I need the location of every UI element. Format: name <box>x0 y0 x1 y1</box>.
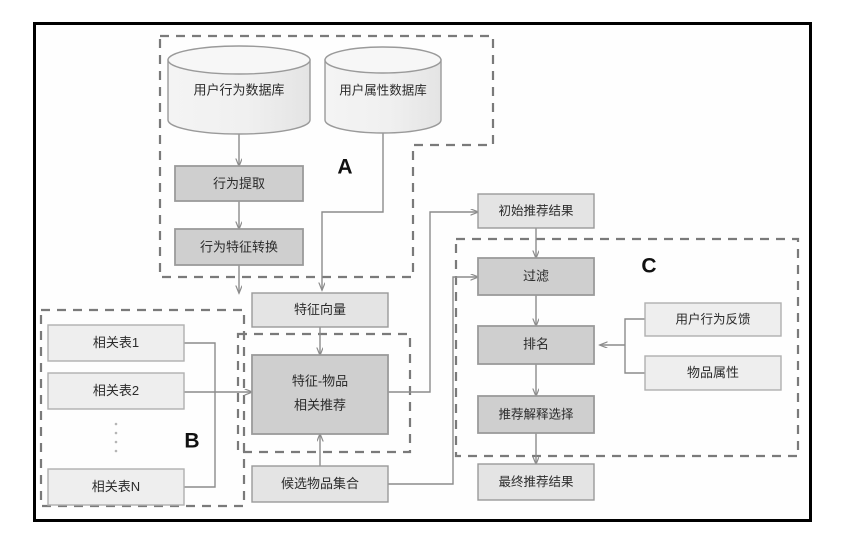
cylinder-top <box>324 46 442 74</box>
node-candidate-item-set[interactable]: 候选物品集合 <box>251 465 389 503</box>
edge-tablen-to-bus <box>184 392 216 488</box>
node-correlation-table-1[interactable]: 相关表1 <box>47 324 185 362</box>
node-box <box>47 324 185 362</box>
node-box <box>47 468 185 506</box>
node-box <box>174 165 304 202</box>
connector-layer <box>184 133 645 488</box>
edge-candidateset-to-filter <box>388 277 478 485</box>
node-user-behavior-feedback[interactable]: 用户行为反馈 <box>644 302 782 337</box>
node-correlation-table-n[interactable]: 相关表N <box>47 468 185 506</box>
group-letter-c: C <box>641 255 656 278</box>
node-box <box>644 355 782 391</box>
group-b-boundary <box>39 308 246 508</box>
node-behavior-extraction[interactable]: 行为提取 <box>174 165 304 202</box>
node-correlation-table-2[interactable]: 相关表2 <box>47 372 185 410</box>
node-item-attribute[interactable]: 物品属性 <box>644 355 782 391</box>
edge-feedback-to-bus <box>624 318 645 345</box>
node-box <box>174 228 304 266</box>
node-initial-recommend-result[interactable]: 初始推荐结果 <box>477 193 595 229</box>
node-final-recommend-result[interactable]: 最终推荐结果 <box>477 463 595 501</box>
node-feature-vector[interactable]: 特征向量 <box>251 292 389 328</box>
edge-itemattr-to-bus <box>624 345 645 374</box>
group-c-boundary <box>454 237 800 458</box>
node-box <box>477 257 595 296</box>
node-box <box>477 395 595 434</box>
group-middle-boundary <box>236 332 412 454</box>
vertical-ellipsis <box>114 422 118 453</box>
node-feature-item-recommend[interactable]: 特征-物品 相关推荐 <box>251 354 389 435</box>
edge-recommend-to-initialresult <box>388 212 478 393</box>
datastore-group: 用户行为数据库 用户属性数据库 <box>167 45 442 135</box>
cylinder-body <box>324 59 442 134</box>
cylinder-top <box>167 45 311 75</box>
node-box <box>251 354 389 435</box>
node-box <box>477 193 595 229</box>
node-behavior-feature-transform[interactable]: 行为特征转换 <box>174 228 304 266</box>
node-box <box>477 463 595 501</box>
group-letter-a: A <box>337 156 352 179</box>
edge-table1-to-bus <box>184 342 216 392</box>
node-recommend-explain-select[interactable]: 推荐解释选择 <box>477 395 595 434</box>
node-box <box>251 465 389 503</box>
node-filter[interactable]: 过滤 <box>477 257 595 296</box>
edge-attributedb-to-featurevector <box>322 133 384 290</box>
node-box <box>644 302 782 337</box>
cylinder-body <box>167 59 311 135</box>
node-user-behavior-db[interactable]: 用户行为数据库 <box>167 45 311 135</box>
node-ranking[interactable]: 排名 <box>477 325 595 365</box>
node-user-attribute-db[interactable]: 用户属性数据库 <box>324 46 442 134</box>
node-box <box>251 292 389 328</box>
node-box <box>477 325 595 365</box>
group-letter-b: B <box>184 430 199 453</box>
node-box <box>47 372 185 410</box>
